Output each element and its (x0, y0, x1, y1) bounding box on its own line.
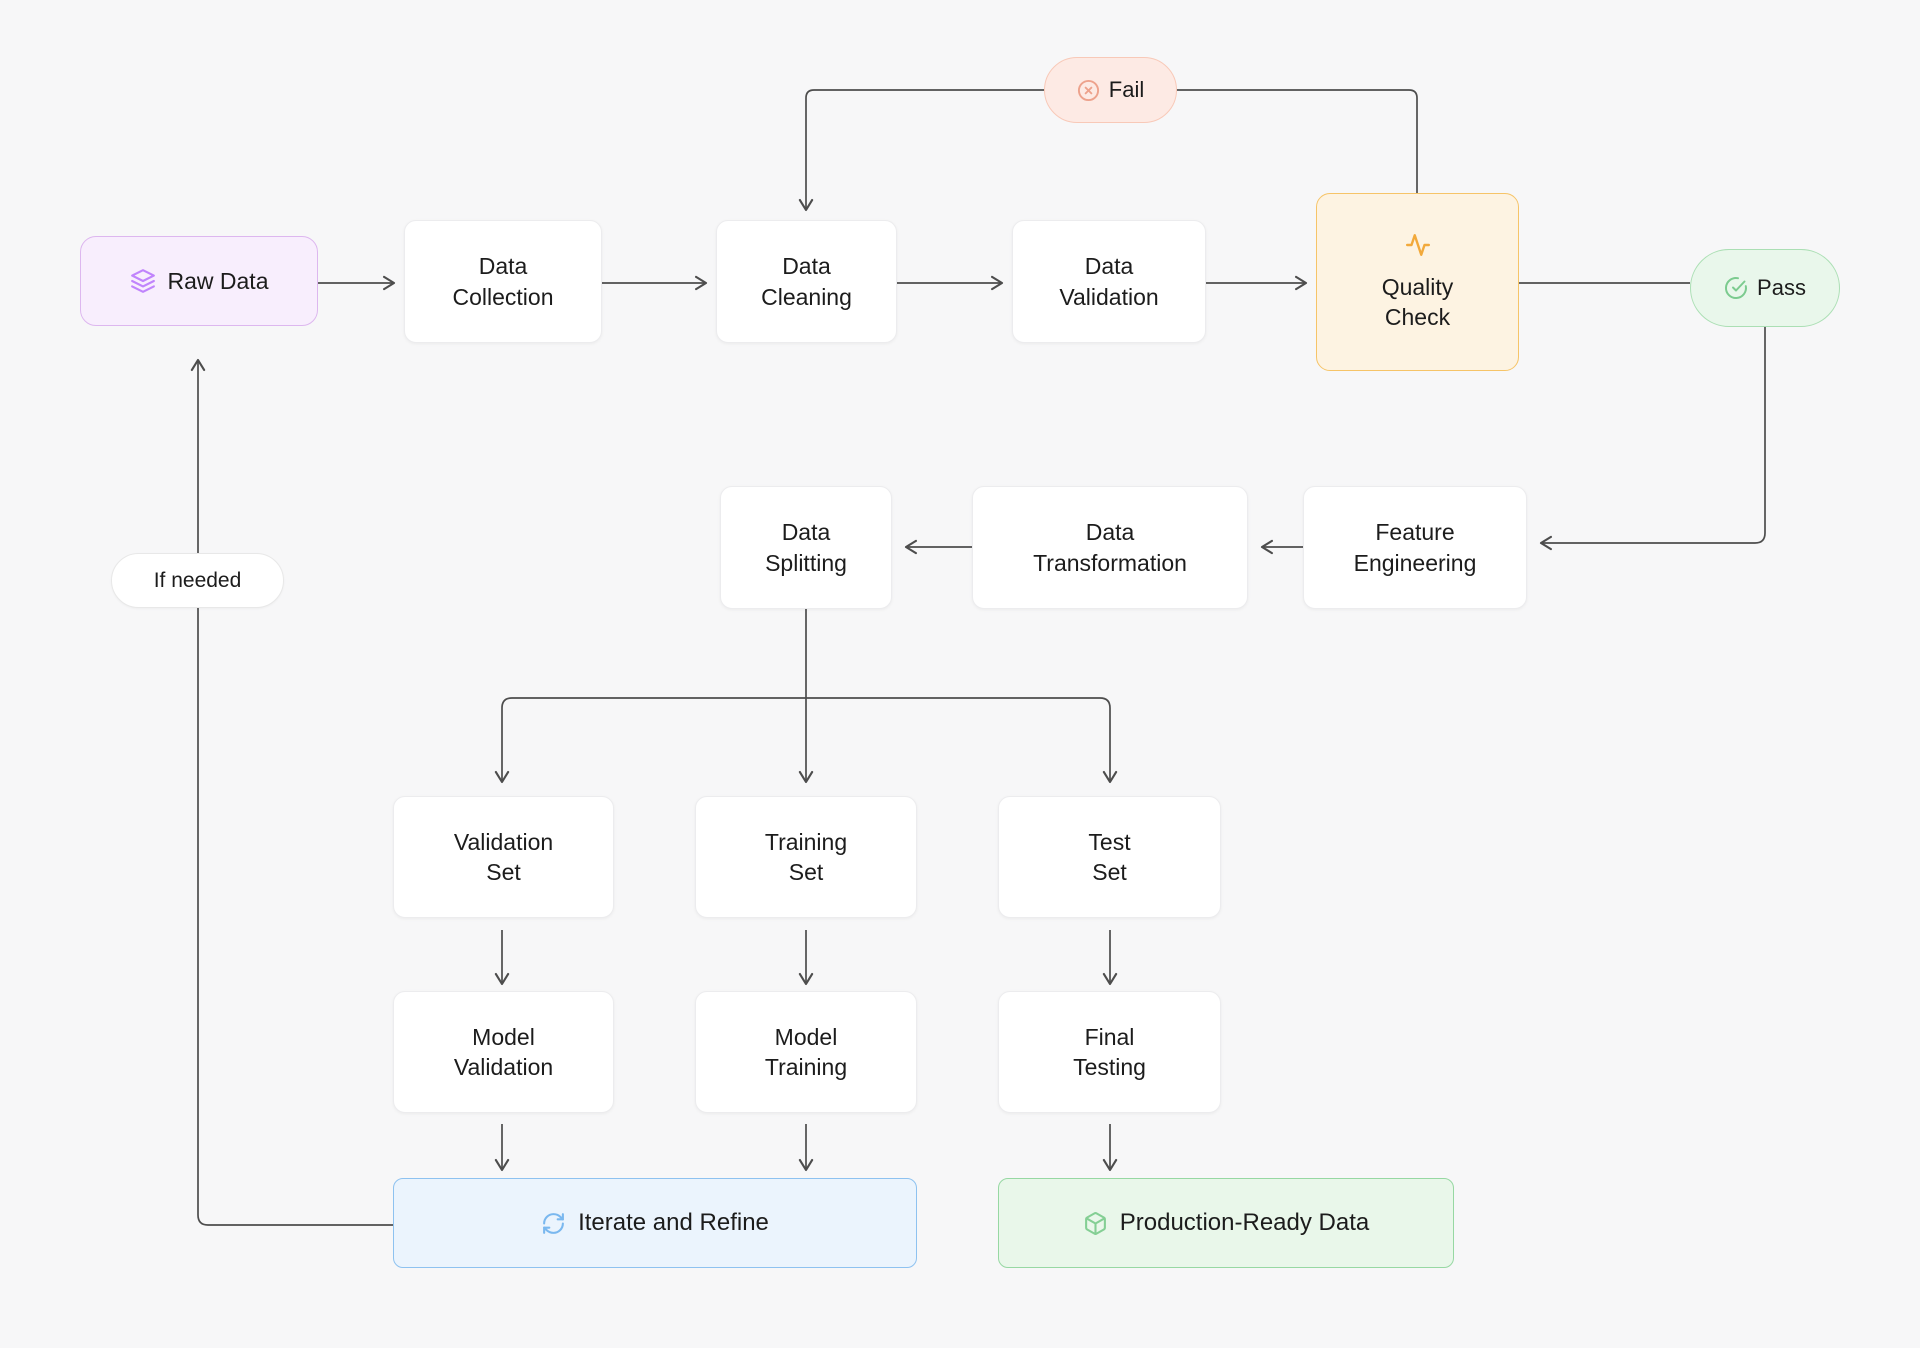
node-data-validation[interactable]: Data Validation (1012, 220, 1206, 343)
badge-label: Fail (1108, 77, 1145, 103)
badge-if-needed: If needed (111, 553, 284, 608)
refresh-icon (541, 1211, 566, 1236)
node-label: Raw Data (167, 267, 269, 294)
package-icon (1083, 1211, 1108, 1236)
node-quality-check[interactable]: Quality Check (1316, 193, 1519, 371)
badge-fail: Fail (1044, 57, 1177, 123)
node-raw-data[interactable]: Raw Data (80, 236, 318, 326)
node-label: Validation Set (453, 828, 554, 885)
node-data-cleaning[interactable]: Data Cleaning (716, 220, 897, 343)
node-model-validation[interactable]: Model Validation (393, 991, 614, 1113)
node-validation-set[interactable]: Validation Set (393, 796, 614, 918)
node-label: Iterate and Refine (578, 1209, 769, 1237)
node-label: Final Testing (1073, 1023, 1146, 1080)
activity-icon (1405, 232, 1431, 258)
node-model-training[interactable]: Model Training (695, 991, 917, 1113)
layers-icon (130, 268, 156, 294)
badge-label: Pass (1757, 275, 1806, 301)
node-feature-engineering[interactable]: Feature Engineering (1303, 486, 1527, 609)
node-label: Feature Engineering (1353, 519, 1477, 576)
node-final-testing[interactable]: Final Testing (998, 991, 1221, 1113)
node-label: Data Validation (1059, 253, 1159, 310)
node-training-set[interactable]: Training Set (695, 796, 917, 918)
edge-splitting-to-validationset (494, 697, 806, 784)
badge-pass: Pass (1690, 249, 1840, 327)
node-label: Quality Check (1381, 273, 1454, 330)
edge-iterate-loop-to-raw (190, 358, 393, 1226)
node-test-set[interactable]: Test Set (998, 796, 1221, 918)
node-label: Data Transformation (1033, 519, 1187, 576)
node-iterate-and-refine[interactable]: Iterate and Refine (393, 1178, 917, 1268)
circle-check-icon (1724, 276, 1748, 300)
node-data-transformation[interactable]: Data Transformation (972, 486, 1248, 609)
node-label: Model Training (764, 1023, 848, 1080)
node-label: Data Collection (452, 253, 554, 310)
edge-splitting-to-testset (806, 697, 1118, 784)
node-label: Data Cleaning (761, 253, 852, 310)
node-label: Production-Ready Data (1119, 1209, 1370, 1237)
node-production-ready-data[interactable]: Production-Ready Data (998, 1178, 1454, 1268)
node-label: Model Validation (453, 1023, 554, 1080)
badge-label: If needed (153, 568, 242, 592)
node-label: Test Set (1088, 828, 1131, 885)
node-data-splitting[interactable]: Data Splitting (720, 486, 892, 609)
edge-pass-to-feature (1539, 327, 1766, 551)
node-label: Data Splitting (765, 519, 847, 576)
circle-x-icon (1077, 79, 1100, 102)
node-label: Training Set (764, 828, 848, 885)
node-data-collection[interactable]: Data Collection (404, 220, 602, 343)
